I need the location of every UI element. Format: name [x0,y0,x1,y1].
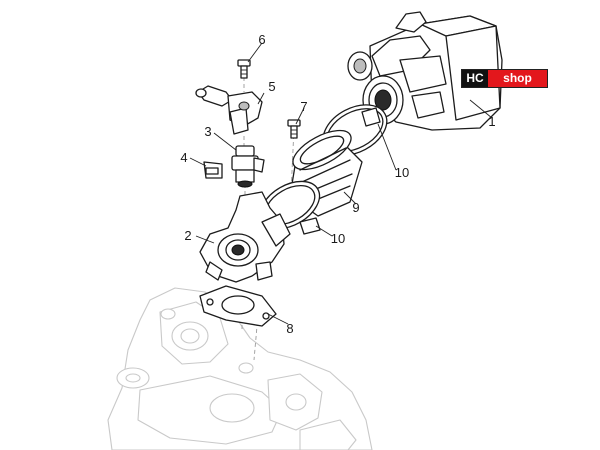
callout-5: 5 [268,79,276,94]
callout-8: 8 [286,321,294,336]
injector-clip [203,161,223,179]
logo-shop: shop [488,70,547,87]
leader-lines [189,42,493,325]
callout-9: 9 [352,200,360,215]
logo-hc: HC [462,70,488,87]
callout-3: 3 [204,124,212,139]
hc-shop-logo: HC shop [461,69,548,88]
callout-4: 4 [180,150,188,165]
callout-10-upper: 10 [394,165,410,180]
sensor-connector [195,85,263,135]
throttle-body [347,11,503,131]
engine-block-ghost [107,287,373,450]
intake-manifold [199,191,291,283]
injector [231,145,265,188]
callout-6: 6 [258,32,266,47]
screw-6 [237,59,251,79]
callout-7: 7 [300,99,308,114]
screw-7 [287,119,301,139]
callout-10-lower: 10 [330,231,346,246]
callout-1: 1 [488,114,496,129]
gasket [199,285,277,327]
callout-2: 2 [184,228,192,243]
